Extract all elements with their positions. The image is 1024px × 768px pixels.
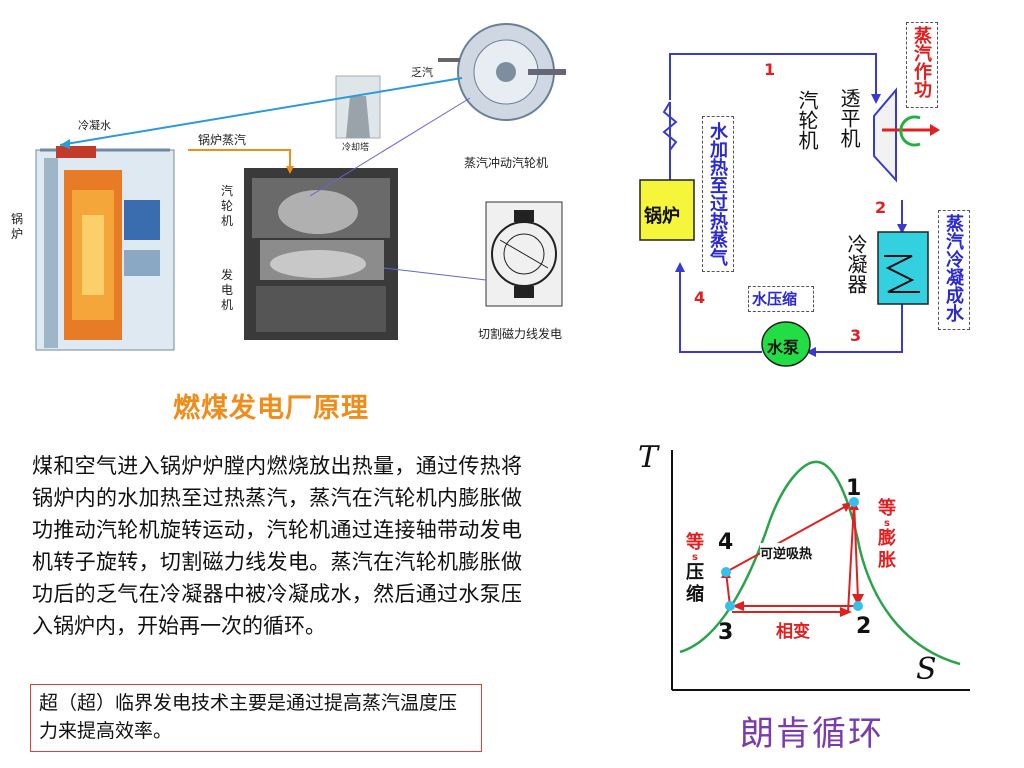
phase-change-label: 相变: [776, 622, 810, 642]
pump-circle: [761, 321, 811, 367]
step-heat-box: [702, 116, 734, 272]
heat-absorb-label: 可逆吸热: [760, 543, 813, 562]
t-axis-label: T: [638, 440, 659, 475]
cycle-number-1: 1: [764, 60, 776, 79]
generator-side-label: 发电机: [220, 268, 233, 312]
ts-point-3: 3: [718, 620, 734, 645]
turbine-group-label: 汽轮机: [795, 90, 819, 150]
step-heat-label: 水加热至过热蒸气: [707, 122, 728, 266]
cycle-number-3: 3: [850, 326, 862, 345]
condensate-label: 冷凝水: [78, 119, 111, 132]
iso-expand-label: 等 s 膨胀: [878, 498, 896, 571]
saturation-dome: [679, 460, 961, 666]
condenser-label: 冷凝器: [844, 234, 868, 294]
s-axis-label: S: [916, 652, 937, 687]
plant-diagram: [35, 23, 566, 351]
step-condense-box: [938, 210, 970, 330]
step-work-label: 蒸汽作功: [911, 26, 932, 98]
turbine-generator-photo: [244, 168, 398, 340]
boiler-box-label: 锅炉: [644, 206, 680, 227]
rankine-title: 朗肯循环: [740, 714, 884, 754]
ts-diagram: [671, 450, 970, 691]
plant-title: 燃煤发电厂原理: [173, 393, 369, 424]
description-paragraph: 煤和空气进入锅炉炉膛内燃烧放出热量，通过传热将锅炉内的水加热至过热蒸汽，蒸汽在汽…: [32, 454, 522, 638]
step-work-box: [906, 22, 938, 108]
boiler-box: [639, 179, 695, 241]
condenser-box: [877, 231, 929, 305]
turbine-side-label: 汽轮机: [220, 184, 233, 228]
step-compress-box: [748, 286, 814, 312]
cooling-tower-illustration: [335, 75, 381, 139]
step-compress-label: 水压缩: [752, 290, 798, 308]
ts-point-4: 4: [718, 530, 734, 555]
exhaust-steam-label: 乏汽: [411, 66, 433, 79]
generator-schematic: [485, 201, 563, 307]
boiler-steam-label: 锅炉蒸汽: [198, 133, 247, 147]
iso-compress-label: 等 s 压缩: [686, 532, 704, 605]
ts-point-1: 1: [846, 476, 862, 501]
boiler-side-label: 锅炉: [10, 212, 23, 241]
boiler-illustration: [35, 146, 175, 351]
efficiency-note: 超（超）临界发电技术主要是通过提高蒸汽温度压力来提高效率。: [30, 684, 482, 752]
step-condense-label: 蒸汽冷凝成水: [943, 214, 964, 322]
cooling-tower-label: 冷却塔: [342, 143, 370, 153]
cycle-number-2: 2: [875, 198, 887, 217]
turbine-shape: [873, 87, 897, 183]
turbine-label: 透平机: [837, 88, 861, 148]
cycle-flow-diagram: [639, 53, 940, 367]
ts-point-2: 2: [856, 614, 872, 639]
turbine-wheel-illustration: [438, 23, 566, 121]
cycle-number-4: 4: [694, 288, 706, 307]
pump-label: 水泵: [767, 338, 800, 357]
generator-principle-label: 切割磁力线发电: [478, 327, 563, 341]
turbine-type-label: 蒸汽冲动汽轮机: [464, 156, 549, 170]
